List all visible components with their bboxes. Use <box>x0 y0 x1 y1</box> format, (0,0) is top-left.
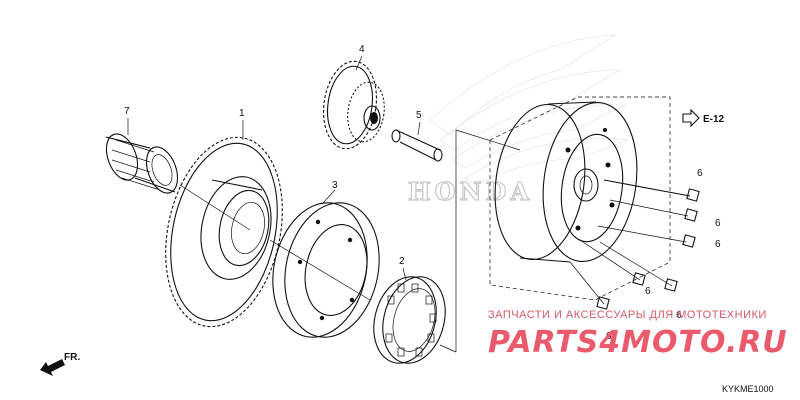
bolt-a <box>603 179 700 202</box>
callout-4: 4 <box>359 44 365 55</box>
callout-6a: 6 <box>697 168 703 179</box>
watermark-subtitle: ЗАПЧАСТИ И АКСЕССУАРЫ ДЛЯ МОТОТЕХНИКИ <box>488 309 767 321</box>
callout-6c: 6 <box>715 239 721 250</box>
callout-7: 7 <box>124 106 130 117</box>
front-direction-arrow <box>40 359 65 376</box>
honda-text-watermark: HONDA <box>408 177 533 206</box>
honda-wing-watermark <box>429 34 629 186</box>
callout-1: 1 <box>239 108 245 119</box>
flywheel <box>494 101 638 263</box>
bolt-b <box>609 199 698 222</box>
watermark-logo: PARTS4MOTO.RU <box>488 325 788 360</box>
callout-3: 3 <box>332 180 338 191</box>
part-5-shaft <box>391 129 443 162</box>
callout-6d: 6 <box>645 286 651 297</box>
callout-6e: 6 <box>676 310 682 321</box>
callout-6f: 6 <box>606 331 612 342</box>
bolt-e <box>599 241 678 292</box>
callout-5: 5 <box>416 110 422 121</box>
part-7-needle-bearing <box>105 133 179 194</box>
part-3-clutch-outer <box>272 202 380 338</box>
bolt-f <box>569 261 610 310</box>
bolt-d <box>579 239 646 286</box>
bolt-c <box>597 225 696 248</box>
part-6-bolts <box>569 179 700 310</box>
reference-label: E-12 <box>703 114 725 125</box>
callout-6b: 6 <box>715 218 721 229</box>
direction-label: FR. <box>64 352 80 363</box>
diagram-code: KYKME1000 <box>722 384 774 394</box>
part-4-reduction-gear <box>322 60 385 150</box>
reference-arrow <box>682 108 700 128</box>
part-1-driven-gear <box>165 136 283 328</box>
callout-2: 2 <box>399 256 405 267</box>
part-2-one-way-clutch <box>373 276 446 364</box>
leader-lines <box>127 55 521 353</box>
